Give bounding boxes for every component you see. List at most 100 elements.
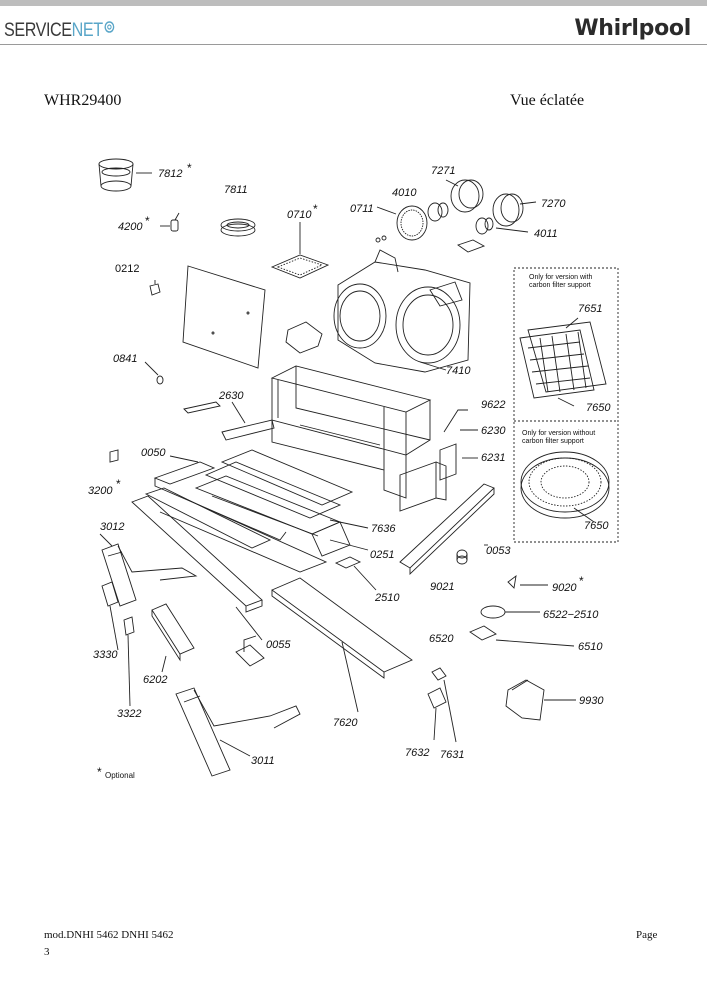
footer-page-number: 3 [44, 946, 50, 958]
model-number: WHR29400 [44, 92, 122, 109]
connector-drawing [427, 667, 457, 743]
capacitor-drawing [160, 212, 180, 232]
whirlpool-logo: Whirlpool [574, 16, 691, 41]
part-label-6510: 6510 [578, 641, 603, 653]
back-plate-drawing [182, 265, 266, 369]
washer-drawing [144, 361, 164, 385]
part-label-7650-round: 7650 [584, 520, 609, 532]
lower-handle-drawing [175, 687, 301, 777]
part-label-0055: 0055 [266, 639, 291, 651]
round-filter-drawing [520, 451, 610, 523]
part-label-7620: 7620 [333, 717, 358, 729]
part-label-2510: 2510 [374, 592, 400, 604]
ring-drawing [220, 218, 256, 237]
wall-bracket-drawing [505, 679, 576, 721]
part-label-9021: 9021 [430, 581, 454, 593]
note-without-filter-line2: carbon filter support [522, 438, 584, 445]
part-label-0212: 0212 [115, 263, 139, 275]
optional-star-4200: * [145, 214, 150, 228]
part-label-0711: 0711 [350, 203, 374, 215]
view-title: Vue éclatée [510, 92, 585, 109]
note-with-filter-line1: Only for version with [529, 274, 593, 281]
optional-star-9020: * [579, 574, 584, 588]
optional-legend: * Optional [97, 765, 135, 780]
rail-drawing [183, 401, 275, 441]
filter-panels-drawing [194, 449, 369, 557]
part-label-0841: 0841 [113, 353, 137, 365]
part-label-4200: 4200 [118, 221, 143, 233]
small-block-drawing [109, 449, 119, 463]
motor-housing-drawing [333, 249, 471, 373]
footer-page-label: Page [636, 929, 658, 941]
part-label-3330: 3330 [93, 649, 118, 661]
part-label-6522-2510: 6522−2510 [543, 609, 599, 621]
fan-assembly-drawing [375, 179, 537, 253]
mount-bracket-drawing [235, 635, 265, 667]
servicenet-logo-text-b: NET [71, 20, 103, 41]
optional-star-7812: * [187, 161, 192, 175]
part-label-6520: 6520 [429, 633, 454, 645]
part-label-4010: 4010 [392, 187, 417, 199]
part-label-7271: 7271 [431, 165, 455, 177]
main-cabinet-drawing [270, 365, 432, 499]
part-label-9020: 9020 [552, 582, 577, 594]
duct-collar-drawing [98, 158, 152, 192]
part-label-0053: 0053 [486, 545, 511, 557]
lamp-holder-drawing [469, 625, 575, 647]
side-rail-drawing [399, 483, 495, 576]
gear-icon [104, 21, 115, 33]
switch-block-drawing [151, 603, 195, 673]
page-header: SERVICENET Whirlpool [0, 6, 707, 46]
small-clip-drawing [123, 616, 135, 707]
part-label-4011: 4011 [534, 228, 558, 240]
top-gray-bar [0, 0, 707, 6]
part-label-3322: 3322 [117, 708, 141, 720]
end-cap-drawing [101, 581, 119, 651]
carbon-filter-drawing [519, 317, 607, 407]
lamp-drawing [480, 605, 540, 619]
part-label-0710: 0710 [287, 209, 312, 221]
part-label-6202: 6202 [143, 674, 167, 686]
part-label-3012: 3012 [100, 521, 124, 533]
front-frame-drawing [131, 455, 328, 641]
clip-drawing [149, 280, 161, 296]
filter-box-notes: Only for version with carbon filter supp… [522, 274, 595, 445]
part-labels: 7812 * 7811 0710 * 0711 4010 7271 7270 4… [88, 161, 611, 767]
grid-plate-drawing [270, 222, 330, 279]
screw-drawing [507, 574, 548, 589]
part-label-6230: 6230 [481, 425, 506, 437]
filter-options-box [513, 267, 619, 543]
optional-star-0710: * [313, 202, 318, 216]
part-label-7812: 7812 [158, 168, 182, 180]
part-label-7811: 7811 [224, 184, 248, 196]
footer-model-line: mod.DNHI 5462 DNHI 5462 [44, 929, 174, 941]
upper-handle-drawing [99, 533, 198, 607]
optional-legend-star: * [97, 765, 102, 779]
part-label-7651: 7651 [578, 303, 602, 315]
grease-filter-drawing [271, 577, 413, 713]
note-with-filter-line2: carbon filter support [529, 282, 591, 289]
part-label-3011: 3011 [251, 755, 275, 767]
optional-legend-label: Optional [105, 771, 135, 780]
header-divider [0, 44, 707, 45]
part-label-6231: 6231 [481, 452, 505, 464]
optional-star-3200: * [116, 477, 121, 491]
part-label-7410: 7410 [446, 365, 471, 377]
bracket-drawing [285, 321, 323, 354]
diagram-drawings [98, 158, 610, 777]
note-without-filter-line1: Only for version without [522, 430, 595, 437]
part-label-0050: 0050 [141, 447, 166, 459]
part-label-7632: 7632 [405, 747, 429, 759]
knob-drawing [456, 549, 468, 565]
part-label-7631: 7631 [440, 749, 464, 761]
part-label-7650-carbon: 7650 [586, 402, 611, 414]
servicenet-logo: SERVICENET [4, 20, 115, 42]
servicenet-logo-text-a: SERVICE [4, 20, 72, 41]
part-label-2630: 2630 [218, 390, 244, 402]
part-label-7270: 7270 [541, 198, 566, 210]
electronics-box-drawing [399, 409, 478, 512]
part-label-3200: 3200 [88, 485, 113, 497]
part-label-9622: 9622 [481, 399, 505, 411]
part-label-0251: 0251 [370, 549, 394, 561]
